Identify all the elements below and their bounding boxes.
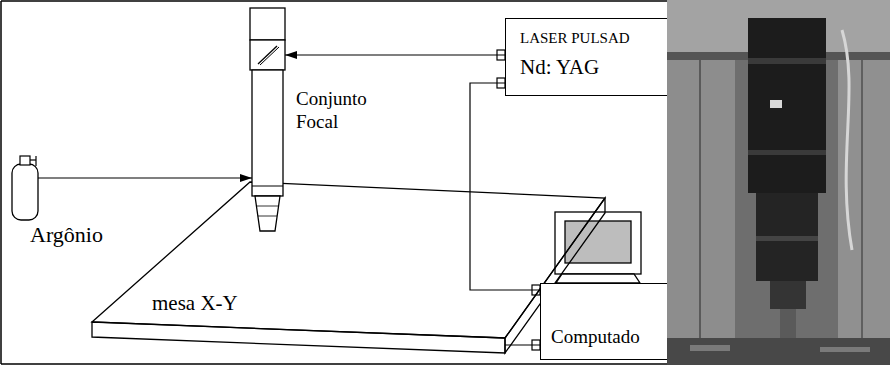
focal-assembly: Conjunto Focal [248,6,388,238]
outline-part [250,8,285,40]
outline-part [250,40,285,70]
photo-ground [667,0,890,365]
lens-tube [748,18,826,193]
rail-detail [690,345,730,351]
frame-line [1,363,667,365]
outline-part [12,164,38,220]
outline-part [258,46,277,64]
gas-hose [842,30,852,250]
lens-ring [756,236,818,241]
nozzle-holder [770,281,806,309]
outline-part [20,156,30,165]
outline-part [35,156,36,166]
panel-seam [861,60,863,340]
monitor-screen [565,221,631,263]
outline-part [252,70,283,196]
outline-part [258,216,277,217]
frame-line [0,1,2,364]
nozzle [780,309,796,339]
node-label: Nd: YAG [520,55,667,80]
lower-tube [756,193,818,281]
connector [470,83,540,290]
rail-detail [820,347,870,352]
monitor-base [556,274,640,283]
outline-part [252,186,283,187]
outline-part [30,159,36,160]
outline-part [257,206,278,207]
outline-part [255,196,280,231]
node-label: Computado [551,326,667,349]
xy-table: mesa X-Y [90,178,610,356]
photograph [667,0,890,365]
node-outline [90,178,610,356]
lens-ring [748,58,826,64]
frame-line [1,0,667,2]
laser-box: LASER PULSAD Nd: YAG [505,18,667,96]
node-label: Argônio [30,222,148,248]
connector [285,54,505,55]
outline-part [92,322,505,353]
node-label: LASER PULSAD [520,29,667,47]
frame [1,1,667,364]
node-label: Conjunto Focal [296,88,384,134]
tube-mark [770,100,782,108]
computer-box: Computado [540,283,667,360]
outline-part [260,47,279,65]
panel-seam [699,60,701,340]
lens-ring [748,150,826,155]
left-panel [667,60,735,340]
work-rail [667,338,890,365]
gas-cylinder: Argônio [8,150,148,250]
connector [38,177,252,178]
